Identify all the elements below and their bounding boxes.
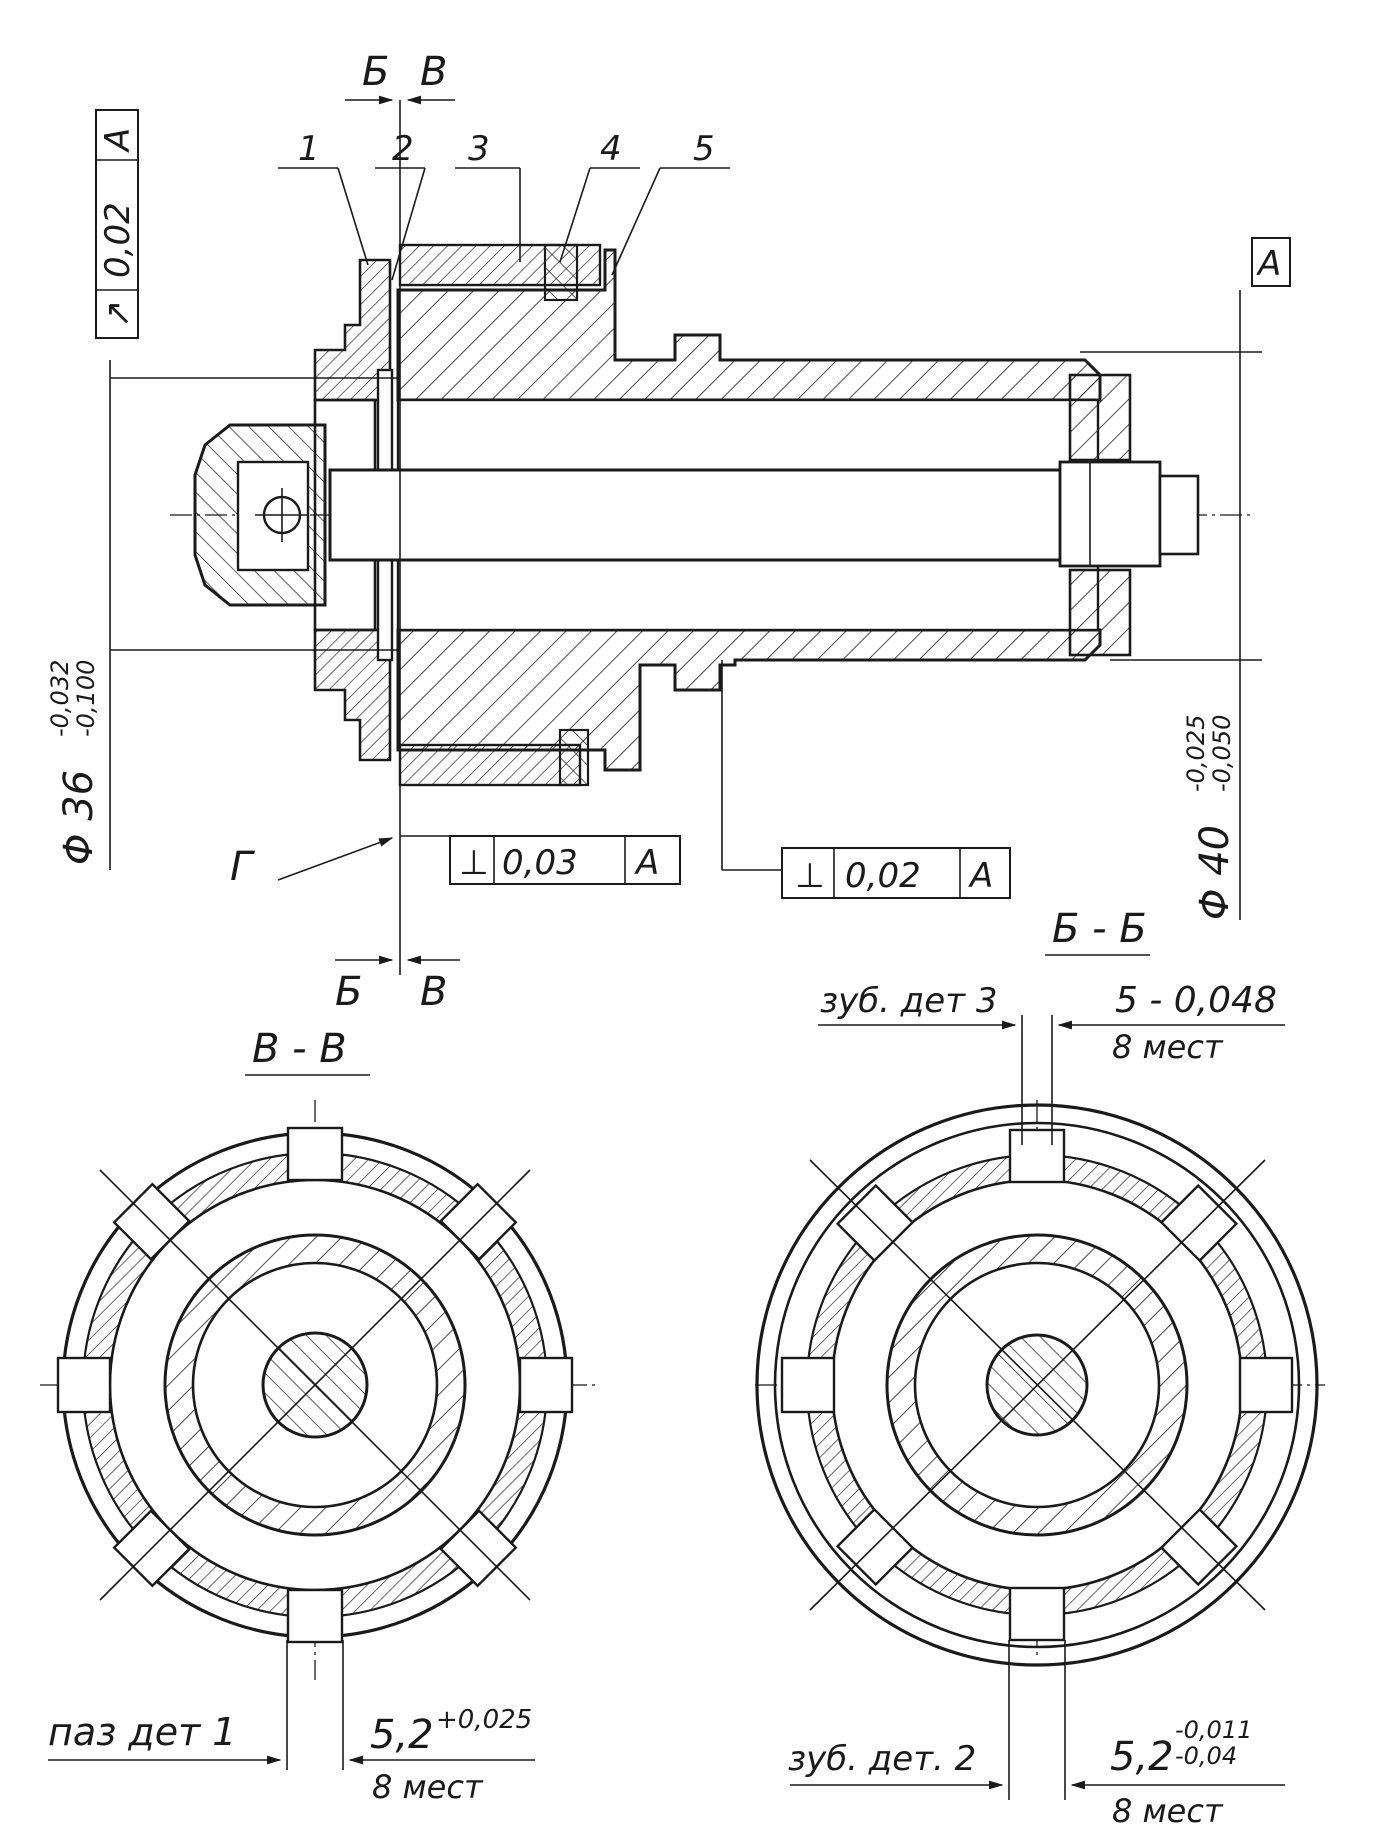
- section-mark-top-right: В: [420, 49, 447, 95]
- svg-text:Φ 36: Φ 36: [56, 770, 102, 865]
- svg-text:-0,050: -0,050: [1208, 715, 1236, 792]
- svg-text:0,03: 0,03: [502, 843, 578, 883]
- vv-dim-tol: +0,025: [436, 1705, 532, 1735]
- svg-text:А: А: [634, 843, 659, 883]
- right-nut: [1058, 460, 1162, 568]
- perp-tolerance-frame-1: ⊥ 0,03 А: [400, 835, 681, 885]
- section-mark-top-left: Б: [362, 49, 389, 95]
- bb-bottom-tol-lower: -0,04: [1175, 1742, 1237, 1770]
- svg-text:Φ 40: Φ 40: [1192, 825, 1238, 920]
- svg-text:⊥: ⊥: [795, 856, 825, 896]
- part1-disc-lower: [313, 628, 392, 762]
- svg-text:↗: ↗: [98, 300, 138, 329]
- right-washer-upper: [1068, 373, 1132, 462]
- bb-teeth: [780, 1128, 1294, 1642]
- section-mark-bottom-left: Б: [335, 969, 362, 1015]
- shaft-end: [1158, 474, 1200, 556]
- svg-text:-0,025: -0,025: [1182, 715, 1210, 792]
- gear-ring-lower: [398, 743, 582, 787]
- bb-top-label: зуб. дет 3: [820, 981, 997, 1021]
- callout-2: 2: [392, 129, 414, 169]
- part4-upper: [543, 243, 579, 302]
- main-section-view: Б В Б В 1 2 3 4 5 А: [46, 49, 1291, 1015]
- section-mark-bottom-right: В: [420, 969, 447, 1015]
- bb-top-dim: 5 - 0,048: [1115, 980, 1277, 1021]
- vv-dim-base: 5,2: [370, 1712, 434, 1758]
- surface-label: Г: [230, 844, 255, 890]
- svg-text:⊥: ⊥: [459, 843, 489, 883]
- svg-text:-0,100: -0,100: [72, 660, 100, 737]
- bb-top-count: 8 мест: [1112, 1028, 1224, 1066]
- callout-5: 5: [693, 129, 715, 169]
- callout-leaders: [278, 167, 730, 281]
- section-vv-title: В - В: [252, 1026, 347, 1072]
- callout-1: 1: [298, 129, 320, 169]
- dia-right-label: Φ 40 -0,025 -0,050: [1182, 715, 1238, 920]
- dia-left-label: Φ 36 -0,032 -0,100: [46, 660, 102, 865]
- svg-text:А: А: [98, 128, 138, 153]
- svg-text:0,02: 0,02: [845, 856, 921, 896]
- callout-3: 3: [468, 129, 490, 169]
- section-vv-view: В - В паз дет 1 5,2: [40, 1026, 600, 1806]
- bb-bottom-label: зуб. дет. 2: [788, 1739, 976, 1779]
- part4-lower: [558, 728, 590, 787]
- shaft: [328, 468, 1122, 562]
- bb-bottom-dim-base: 5,2: [1110, 1734, 1174, 1780]
- svg-text:0,02: 0,02: [98, 202, 138, 278]
- section-bb-title: Б - Б: [1052, 906, 1147, 952]
- svg-text:-0,032: -0,032: [46, 660, 74, 737]
- svg-text:А: А: [1256, 244, 1281, 284]
- left-nut-inner: [236, 460, 310, 572]
- section-bb-view: Б - Б зуб. дет 3 5 - 0,: [755, 906, 1325, 1830]
- right-washer-lower: [1068, 568, 1132, 657]
- perp-tolerance-frame-2: ⊥ 0,02 А: [721, 660, 1011, 899]
- bb-bottom-tol-upper: -0,011: [1175, 1716, 1252, 1744]
- vv-note-label: паз дет 1: [48, 1710, 236, 1754]
- callout-4: 4: [600, 129, 622, 169]
- runout-tolerance-frame: ↗ 0,02 А: [95, 109, 139, 339]
- vv-count: 8 мест: [372, 1768, 484, 1806]
- bb-bottom-count: 8 мест: [1112, 1792, 1224, 1830]
- datum-a-box: А: [1251, 237, 1291, 287]
- svg-text:А: А: [968, 856, 993, 896]
